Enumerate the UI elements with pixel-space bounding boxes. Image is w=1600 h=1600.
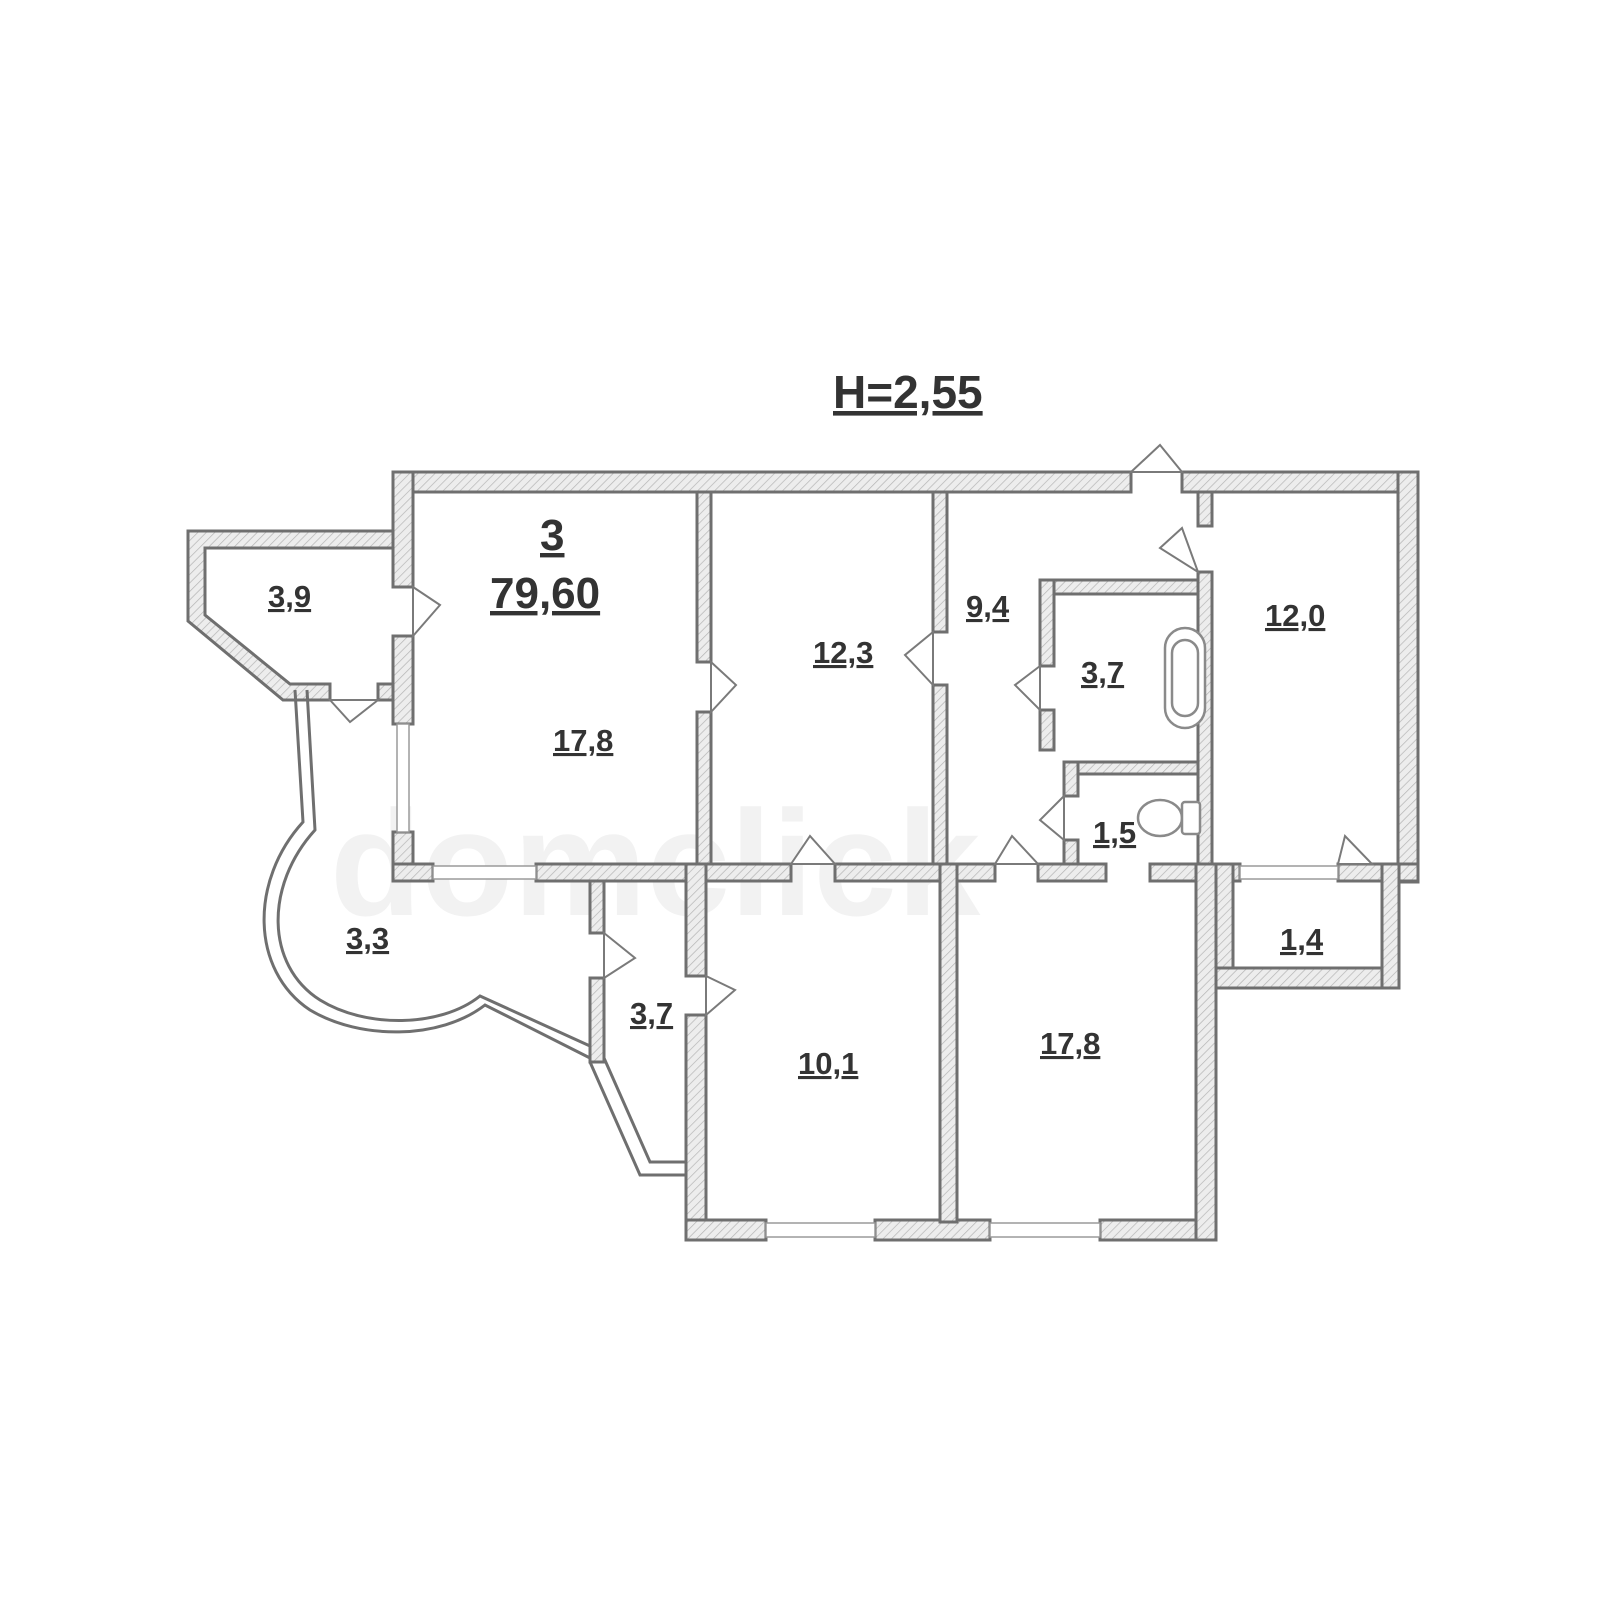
room-area-living-room: 17,8 xyxy=(553,723,613,758)
total-area: 79,60 xyxy=(490,569,600,618)
doors xyxy=(327,443,1375,1018)
room-area-bathroom: 3,7 xyxy=(1081,655,1124,690)
room-area-east: 12,0 xyxy=(1265,598,1325,633)
room-area-kitchen: 10,1 xyxy=(798,1046,858,1081)
room-area-hallway: 9,4 xyxy=(966,589,1010,624)
outer-walls xyxy=(391,470,1420,1242)
room-area-corridor-small: 3,7 xyxy=(630,996,673,1031)
balcony-nw-wall xyxy=(186,529,395,702)
interior-walls xyxy=(588,490,1214,1064)
windows xyxy=(396,723,1339,1238)
room-area-balcony-nw: 3,9 xyxy=(268,579,311,614)
room-area-toilet: 1,5 xyxy=(1093,815,1136,850)
toilet-icon xyxy=(1136,798,1184,838)
room-area-center: 12,3 xyxy=(813,635,873,670)
bay-balcony-wall xyxy=(262,689,591,1060)
ceiling-height: H=2,55 xyxy=(833,366,983,418)
room-area-bedroom-south: 17,8 xyxy=(1040,1026,1100,1061)
room-area-loggia-east: 1,4 xyxy=(1280,922,1324,957)
room-area-bay-balcony: 3,3 xyxy=(346,921,389,956)
room-count: 3 xyxy=(540,511,564,560)
